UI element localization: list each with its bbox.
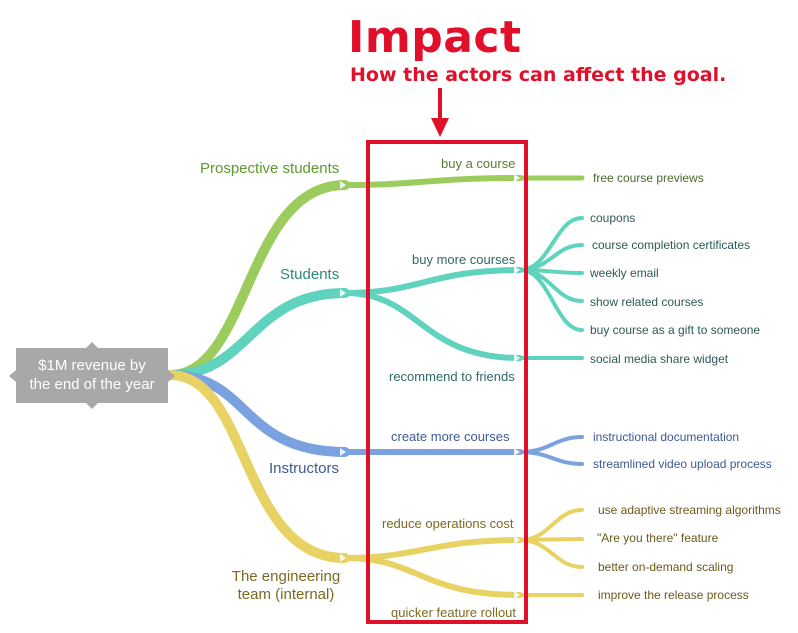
deliverable-social-media-share-widget[interactable]: social media share widget bbox=[590, 352, 729, 366]
trunk-engineering-team bbox=[165, 370, 350, 563]
goal-line-2: the end of the year bbox=[29, 375, 155, 393]
arrow-marker bbox=[514, 448, 520, 456]
arrow-marker bbox=[340, 181, 346, 189]
page-title: Impact bbox=[348, 12, 522, 63]
link-documentation bbox=[518, 435, 584, 454]
deliverable-streamlined-video-upload[interactable]: streamlined video upload process bbox=[593, 457, 772, 471]
deliverable-on-demand-scaling[interactable]: better on-demand scaling bbox=[598, 560, 734, 574]
impact-create-more-courses[interactable]: create more courses bbox=[391, 429, 510, 444]
arrow-marker bbox=[340, 554, 346, 562]
deliverable-improve-release-process[interactable]: improve the release process bbox=[598, 588, 749, 602]
actor-engineering-team-line-1: The engineering bbox=[231, 568, 341, 585]
deliverable-adaptive-streaming[interactable]: use adaptive streaming algorithms bbox=[598, 503, 781, 517]
link-gift bbox=[518, 268, 584, 332]
goal-label: $1M revenue by the end of the year bbox=[29, 357, 154, 395]
actor-engineering-team[interactable]: The engineering team (internal) bbox=[231, 568, 341, 604]
trunk-prospective-students bbox=[165, 180, 350, 380]
deliverable-instructional-documentation[interactable]: instructional documentation bbox=[593, 430, 740, 444]
impact-quicker-feature-rollout[interactable]: quicker feature rollout bbox=[391, 605, 517, 620]
junction-arrows bbox=[340, 174, 520, 599]
impact-reduce-operations-cost[interactable]: reduce operations cost bbox=[382, 516, 514, 531]
actor-students[interactable]: Students bbox=[280, 266, 340, 283]
goal-expand-arrow-right bbox=[168, 370, 175, 382]
arrow-marker bbox=[514, 591, 520, 599]
deliverable-coupons[interactable]: coupons bbox=[590, 211, 636, 225]
arrow-marker bbox=[340, 448, 346, 456]
deliverable-show-related-courses[interactable]: show related courses bbox=[590, 295, 704, 309]
arrow-marker bbox=[514, 174, 520, 182]
link-on-demand-scaling bbox=[518, 538, 584, 569]
link-coupons bbox=[518, 216, 584, 272]
trunk-students bbox=[165, 288, 350, 380]
actor-prospective-students[interactable]: Prospective students bbox=[200, 160, 340, 177]
goal-expand-arrow-down bbox=[86, 403, 98, 409]
deliverable-are-you-there-feature[interactable]: "Are you there" feature bbox=[597, 531, 719, 545]
link-adaptive-streaming bbox=[518, 508, 584, 542]
actor-instructors[interactable]: Instructors bbox=[269, 460, 340, 477]
actor-engineering-team-line-2: team (internal) bbox=[237, 586, 335, 603]
goal-node[interactable]: $1M revenue by the end of the year bbox=[9, 342, 168, 403]
impact-highlight-box bbox=[366, 140, 528, 624]
page-subtitle: How the actors can affect the goal. bbox=[350, 64, 727, 86]
deliverable-weekly-email[interactable]: weekly email bbox=[590, 266, 659, 280]
impact-recommend-to-friends[interactable]: recommend to friends bbox=[389, 369, 515, 384]
deliverable-course-completion-certificates[interactable]: course completion certificates bbox=[592, 238, 751, 252]
arrow-marker bbox=[514, 266, 520, 274]
arrow-marker bbox=[340, 289, 346, 297]
arrow-head bbox=[431, 118, 449, 137]
arrow-marker bbox=[514, 536, 520, 544]
deliverable-buy-course-as-gift[interactable]: buy course as a gift to someone bbox=[590, 323, 761, 337]
goal-line-1: $1M revenue by bbox=[38, 356, 146, 374]
arrow-marker bbox=[514, 354, 520, 362]
link-video-upload bbox=[518, 450, 584, 466]
impact-buy-more-courses[interactable]: buy more courses bbox=[412, 252, 516, 267]
impact-buy-a-course[interactable]: buy a course bbox=[441, 156, 516, 171]
deliverable-free-course-previews[interactable]: free course previews bbox=[593, 171, 704, 185]
red-down-arrow bbox=[431, 88, 449, 137]
